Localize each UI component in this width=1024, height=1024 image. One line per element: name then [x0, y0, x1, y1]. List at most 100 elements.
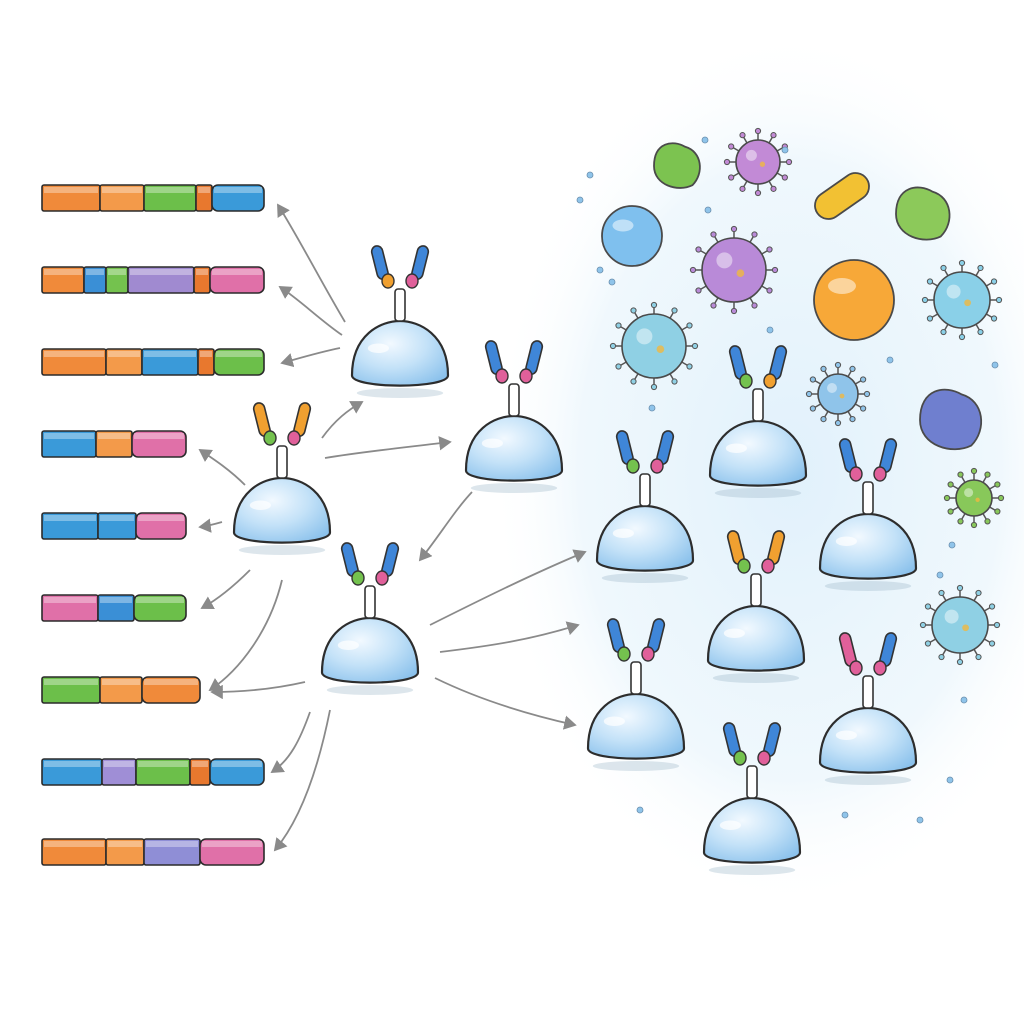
spike-tip	[695, 287, 702, 294]
antibody-hinge	[763, 373, 777, 389]
segment-highlight	[144, 679, 198, 685]
spike-tip	[958, 259, 966, 267]
spike-tip	[984, 471, 991, 478]
spike-tip	[994, 481, 1001, 488]
segment-highlight	[138, 515, 184, 521]
spike-tip	[938, 653, 945, 661]
b-cell	[350, 245, 450, 398]
b-cell-shine	[337, 640, 359, 650]
antibody-stem	[630, 661, 642, 695]
speck	[586, 171, 594, 179]
segment-highlight	[44, 187, 98, 193]
antibody-hinge	[405, 273, 419, 289]
spike-tip	[938, 589, 945, 597]
antibody-hinge	[519, 368, 533, 384]
spike-tip	[686, 322, 693, 329]
spike-tip	[809, 405, 816, 412]
cell-shadow	[356, 388, 444, 398]
segment-highlight	[44, 269, 82, 275]
segment-highlight	[202, 841, 262, 847]
speck	[701, 136, 709, 144]
spike-tip	[805, 390, 813, 398]
antibody-hinge	[375, 570, 389, 586]
segment-highlight	[108, 841, 142, 847]
speck	[636, 806, 644, 814]
virus-body	[621, 313, 687, 379]
virus-spot	[839, 393, 845, 399]
segment-highlight	[86, 269, 104, 275]
spike-tip	[940, 328, 947, 336]
segment-highlight	[216, 351, 262, 357]
cell-shadow	[712, 673, 800, 683]
flow-arrow	[198, 518, 223, 533]
flow-arrow	[429, 549, 587, 626]
b-cell	[818, 632, 918, 785]
virus-spot	[736, 269, 745, 278]
spike-tip	[728, 174, 735, 181]
cell-shadow	[824, 775, 912, 785]
antibody-hinge	[351, 570, 365, 586]
spike-tip	[863, 390, 871, 398]
flow-arrow	[418, 491, 473, 562]
b-cell-body	[595, 504, 695, 572]
spike-tip	[924, 640, 932, 647]
virus-spot	[975, 497, 980, 502]
spike-tip	[771, 266, 779, 274]
speck	[946, 776, 954, 784]
segment-highlight	[212, 761, 262, 767]
segment-highlight	[214, 187, 262, 193]
gene-segment-bar	[41, 838, 265, 866]
segment-highlight	[98, 433, 130, 439]
pathogen	[919, 388, 983, 451]
segment-highlight	[196, 269, 208, 275]
spike-tip	[956, 658, 964, 666]
antibody-hinge	[761, 558, 775, 574]
b-cell	[708, 345, 808, 498]
gene-segment-bar	[41, 594, 187, 622]
spike-tip	[990, 315, 998, 322]
virus-body	[955, 479, 993, 517]
speck	[916, 816, 924, 824]
pathogen	[895, 186, 951, 241]
spike-tip	[924, 603, 932, 610]
b-cell-layer	[232, 245, 918, 875]
arrow-layer	[198, 203, 587, 852]
cell-shadow	[601, 573, 689, 583]
gene-segment-bar	[41, 758, 265, 786]
antibody-stem	[364, 585, 376, 619]
spike-tip	[754, 127, 762, 135]
virus-spot	[962, 624, 969, 632]
spike-tip	[609, 342, 617, 350]
pathogen	[943, 467, 1005, 529]
spike-tip	[975, 653, 982, 661]
speck	[648, 404, 656, 412]
virus-shine	[944, 609, 959, 624]
cell-shadow	[326, 685, 414, 695]
cell-sphere	[601, 205, 663, 267]
antibody-hinge	[263, 430, 277, 446]
speck	[608, 278, 616, 286]
antibody-hinge	[287, 430, 301, 446]
b-cell-shine	[723, 628, 745, 638]
segment-highlight	[44, 515, 96, 521]
spike-tip	[766, 287, 773, 294]
gene-segment	[213, 348, 265, 376]
gene-segment	[209, 758, 265, 786]
pathogen-blob	[919, 388, 983, 451]
sphere-shine	[828, 278, 856, 294]
segment-highlight	[104, 761, 134, 767]
flow-arrow	[273, 709, 331, 852]
spike-tip	[956, 584, 964, 592]
spike-tip	[710, 302, 717, 309]
b-cell	[595, 430, 695, 583]
cell-shadow	[824, 581, 912, 591]
segment-highlight	[44, 597, 96, 603]
pathogen	[805, 361, 871, 427]
spike-tip	[993, 621, 1001, 629]
speck	[596, 266, 604, 274]
antibody-hinge	[849, 660, 863, 676]
spike-tip	[739, 132, 746, 139]
spike-tip	[940, 264, 947, 272]
spike-tip	[671, 378, 678, 385]
